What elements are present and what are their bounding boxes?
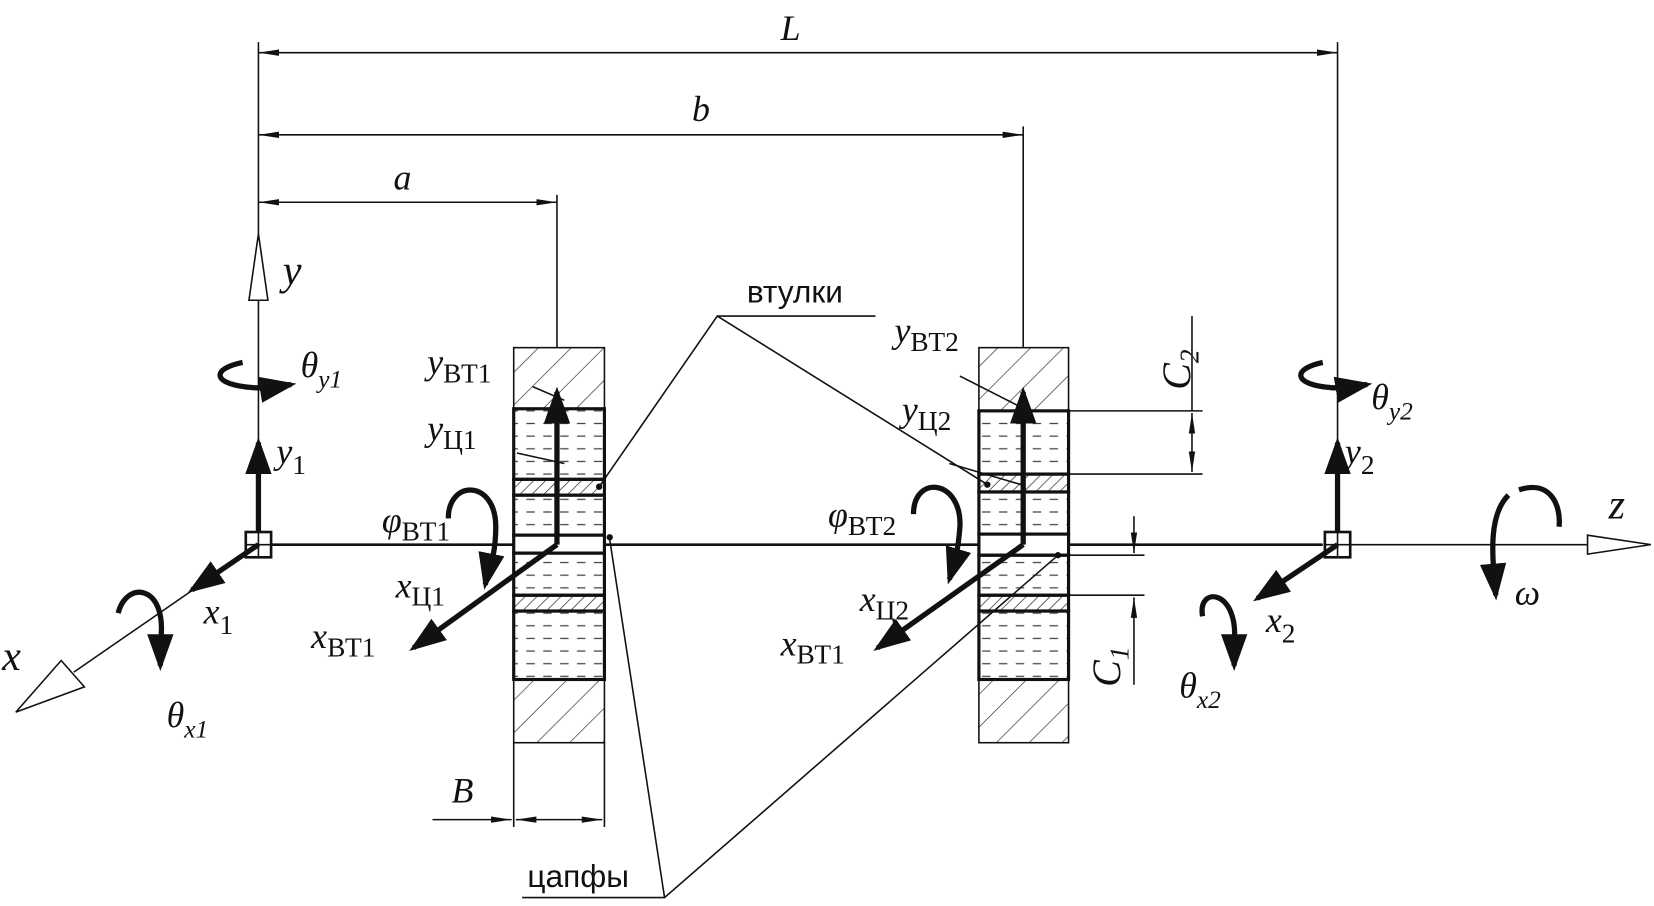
dimension-b: b — [258, 89, 1024, 139]
svg-text:x: x — [1, 633, 21, 680]
force-arrows — [187, 386, 1351, 651]
svg-text:θy2: θy2 — [1371, 377, 1413, 426]
leader-line — [516, 452, 565, 465]
y-axis: y — [248, 233, 302, 533]
leader-line — [959, 375, 1019, 407]
dimension-L: L — [258, 8, 1338, 56]
svg-text:y1: y1 — [273, 432, 306, 481]
svg-text:x2: x2 — [1265, 600, 1296, 649]
svg-text:y2: y2 — [1342, 432, 1375, 481]
callout-journals: цапфы — [522, 534, 1062, 899]
dimension-C2: C2 — [1068, 316, 1204, 475]
svg-text:C2: C2 — [1154, 349, 1204, 390]
callout-bushings: втулки — [595, 273, 991, 490]
svg-text:yЦ2: yЦ2 — [899, 389, 951, 435]
svg-text:xЦ2: xЦ2 — [859, 579, 909, 625]
dimension-B: B — [432, 742, 606, 827]
variable-labels: y1 x1 y2 x2 θy1 θy2 θx1 θx2 ω yВТ1 yЦ1 φ… — [167, 310, 1540, 743]
svg-text:ω: ω — [1515, 573, 1540, 613]
svg-text:θx1: θx1 — [167, 695, 209, 744]
svg-text:цапфы: цапфы — [527, 858, 629, 894]
leader-line — [532, 385, 565, 402]
dimension-a: a — [258, 158, 557, 206]
rotation-arrows — [115, 359, 1562, 672]
svg-text:yВТ2: yВТ2 — [892, 310, 959, 356]
right-support — [1323, 530, 1352, 559]
svg-text:xЦ1: xЦ1 — [395, 565, 445, 611]
svg-text:θx2: θx2 — [1179, 665, 1221, 714]
svg-text:φВТ1: φВТ1 — [382, 500, 450, 546]
svg-text:L: L — [780, 8, 801, 48]
shaft-axis: z — [271, 481, 1651, 556]
svg-text:y: y — [279, 247, 302, 294]
svg-text:z: z — [1608, 481, 1625, 528]
svg-text:xВТ1: xВТ1 — [310, 616, 375, 662]
dimension-C1: C1 — [1068, 516, 1145, 687]
svg-text:yЦ1: yЦ1 — [424, 408, 476, 454]
svg-text:C1: C1 — [1084, 646, 1134, 686]
svg-text:a: a — [393, 158, 411, 198]
svg-text:B: B — [451, 771, 473, 811]
svg-text:x1: x1 — [203, 592, 234, 641]
svg-text:θy1: θy1 — [301, 345, 343, 394]
svg-text:yВТ1: yВТ1 — [424, 342, 491, 388]
svg-text:b: b — [692, 89, 710, 129]
svg-text:φВТ2: φВТ2 — [828, 495, 896, 541]
leader-line — [949, 462, 1022, 486]
svg-text:втулки: втулки — [747, 273, 843, 309]
svg-text:xВТ1: xВТ1 — [780, 623, 845, 669]
